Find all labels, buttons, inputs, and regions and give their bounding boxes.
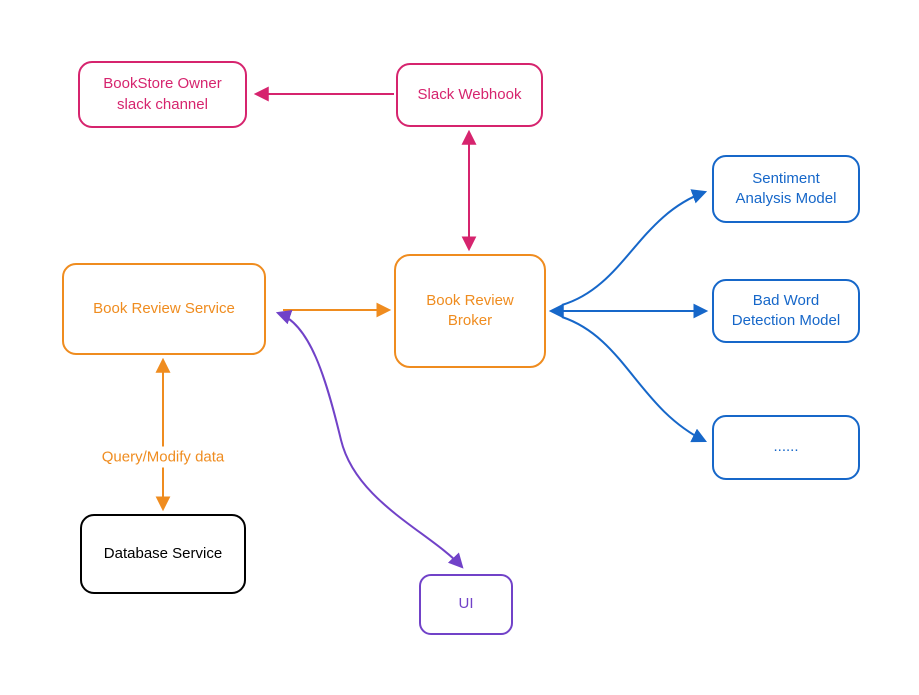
- node-label: BookStore Owner slack channel: [103, 75, 222, 113]
- node-bookstore-owner-slack-channel: BookStore Owner slack channel: [78, 61, 247, 128]
- node-label: Sentiment Analysis Model: [735, 169, 837, 207]
- node-slack-webhook: Slack Webhook: [396, 63, 543, 127]
- edge-label-query-modify-data: Query/Modify data: [97, 446, 229, 468]
- node-book-review-broker: Book Review Broker: [394, 254, 546, 368]
- node-label: Database Service: [103, 544, 223, 562]
- edge-broker-sentiment-model: [561, 189, 708, 306]
- node-ui: UI: [419, 574, 513, 635]
- node-sentiment-analysis-model: Sentiment Analysis Model: [712, 155, 860, 223]
- node-database-service: Database Service: [80, 514, 246, 594]
- node-label: Book Review Broker: [426, 291, 514, 329]
- node-label: Bad Word Detection Model: [731, 291, 841, 329]
- node-more-models: ......: [712, 415, 860, 480]
- edge-ui-book-review-service: [275, 310, 464, 569]
- node-book-review-service: Book Review Service: [62, 263, 266, 355]
- node-label: ......: [773, 438, 799, 456]
- node-label: Book Review Service: [93, 299, 235, 317]
- node-label: UI: [458, 595, 474, 613]
- edge-broker-more-models: [561, 316, 708, 443]
- node-label: Slack Webhook: [417, 85, 522, 103]
- node-bad-word-detection-model: Bad Word Detection Model: [712, 279, 860, 343]
